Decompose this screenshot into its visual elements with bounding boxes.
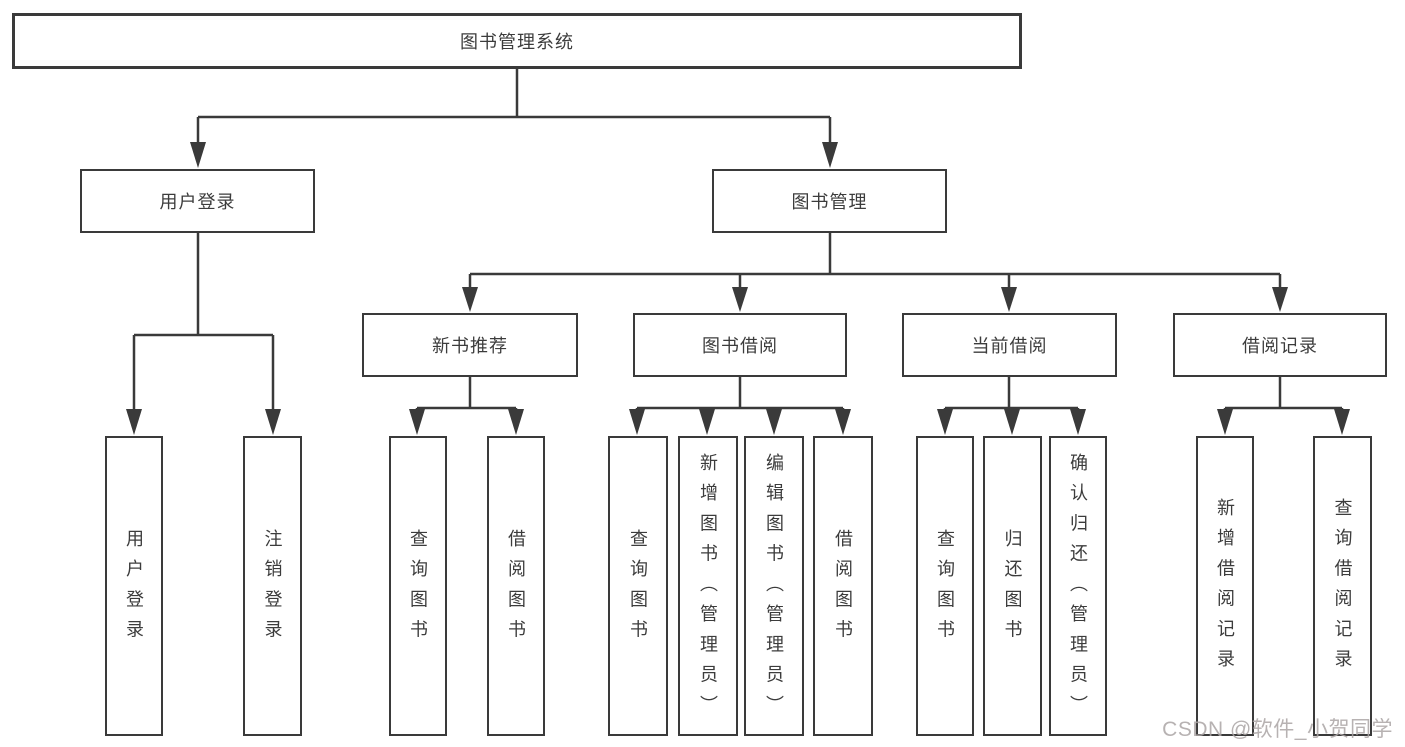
leaf-newbook-borrow-books: 借阅图书 — [487, 436, 545, 736]
leaf-borrow-add-books-admin: 新增图书（管理员） — [678, 436, 738, 736]
node-book-borrow: 图书借阅 — [633, 313, 847, 377]
leaf-borrow-query-books: 查询图书 — [608, 436, 668, 736]
node-new-book-rec: 新书推荐 — [362, 313, 578, 377]
leaf-logout: 注销登录 — [243, 436, 302, 736]
node-borrow-records: 借阅记录 — [1173, 313, 1387, 377]
node-current-borrow: 当前借阅 — [902, 313, 1117, 377]
leaf-user-login: 用户登录 — [105, 436, 163, 736]
node-user-login: 用户登录 — [80, 169, 315, 233]
arrowheads — [126, 142, 1350, 435]
leaf-current-query-books: 查询图书 — [916, 436, 974, 736]
leaf-newbook-query-books: 查询图书 — [389, 436, 447, 736]
leaf-current-confirm-return-admin: 确认归还（管理员） — [1049, 436, 1107, 736]
node-root: 图书管理系统 — [12, 13, 1022, 69]
leaf-borrow-edit-books-admin: 编辑图书（管理员） — [744, 436, 804, 736]
leaf-records-query: 查询借阅记录 — [1313, 436, 1372, 736]
watermark: CSDN @软件_小贺同学 — [1162, 718, 1393, 741]
leaf-borrow-borrow-books: 借阅图书 — [813, 436, 873, 736]
leaf-records-add: 新增借阅记录 — [1196, 436, 1254, 736]
leaf-current-return-books: 归还图书 — [983, 436, 1042, 736]
node-book-mgmt: 图书管理 — [712, 169, 947, 233]
